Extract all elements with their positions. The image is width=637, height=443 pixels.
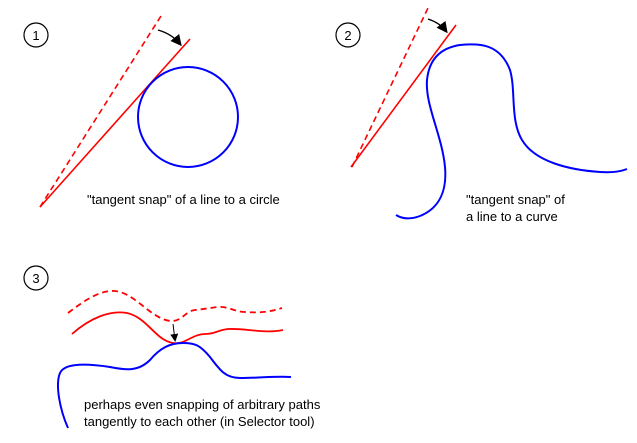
- target-curve: [395, 43, 628, 220]
- step-number-badge-1: [23, 22, 49, 48]
- target-circle: [137, 66, 239, 168]
- original-line-dashed: [39, 15, 162, 208]
- caption-3-line-2: tangently to each other (in Selector too…: [84, 414, 315, 429]
- snapped-path: [71, 311, 284, 345]
- caption-2-line-1: "tangent snap" of: [466, 192, 565, 207]
- panel-2: 2 "tangent snap" of a line to a curve: [335, 7, 628, 224]
- panel-1: 1 "tangent snap" of a line to a circle: [23, 15, 280, 208]
- snapped-tangent-line: [350, 24, 457, 168]
- caption-3-line-1: perhaps even snapping of arbitrary paths: [84, 397, 321, 412]
- snap-arrow-icon: [170, 323, 179, 342]
- rotation-arrow-icon: [427, 18, 448, 34]
- step-number-3: 3: [32, 271, 39, 286]
- rotation-arrow-icon: [157, 29, 182, 47]
- panel-3: 3 perhaps even snapping of arbitrary pat…: [23, 265, 321, 429]
- target-path: [57, 341, 292, 429]
- caption-2-line-2: a line to a curve: [466, 209, 558, 224]
- step-number-badge-2: [335, 22, 361, 48]
- step-number-1: 1: [32, 28, 39, 43]
- caption-1: "tangent snap" of a line to a circle: [87, 192, 280, 207]
- original-line-dashed: [351, 7, 429, 168]
- snapped-tangent-line: [39, 38, 191, 208]
- original-path-dashed: [67, 290, 283, 322]
- step-number-badge-3: [23, 265, 49, 291]
- step-number-2: 2: [344, 28, 351, 43]
